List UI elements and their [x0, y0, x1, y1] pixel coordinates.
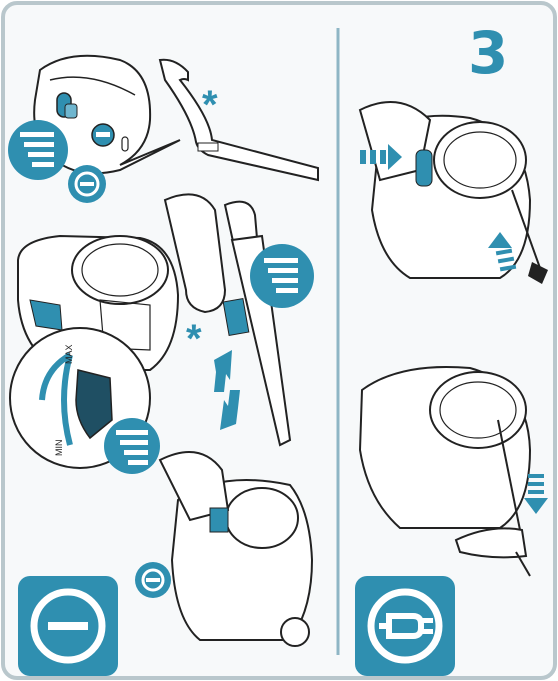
asterisk-icon-1: * [202, 83, 218, 127]
dial-max-label: MAX [64, 344, 74, 364]
minus-badge-1 [68, 165, 106, 203]
minus-circle-glyph [18, 576, 118, 676]
suction-max-badge-2 [104, 418, 160, 474]
suction-max-badge-1 [8, 120, 68, 180]
power-plug-icon [355, 576, 455, 676]
minus-circle-icon [18, 576, 118, 676]
asterisk-icon-2: * [186, 317, 202, 361]
dial-min-label: MIN [54, 440, 64, 457]
step-number: 3 [468, 24, 530, 82]
power-plug-glyph [355, 576, 455, 676]
minus-badge-2 [135, 562, 171, 598]
suction-max-badge-3 [250, 244, 314, 308]
